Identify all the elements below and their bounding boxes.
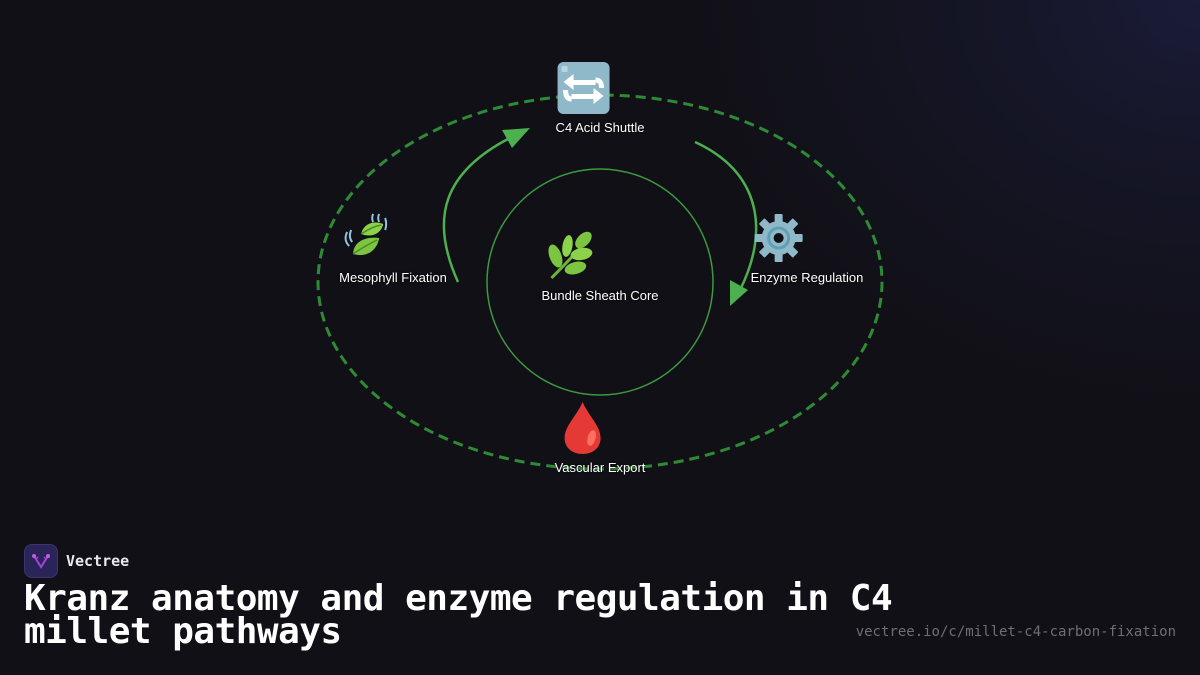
brand-name: Vectree bbox=[66, 552, 130, 570]
cycle-diagram: C4 Acid Shuttle Mesophyll Fixation bbox=[316, 60, 884, 475]
brand: Vectree bbox=[24, 544, 129, 578]
diagram-lines bbox=[316, 93, 884, 471]
node-c4-acid-shuttle: C4 Acid Shuttle bbox=[555, 60, 645, 135]
arrow-left-to-top bbox=[442, 131, 521, 283]
arrow-top-to-right bbox=[694, 140, 758, 291]
node-enzyme-regulation: Enzyme Regulation bbox=[750, 210, 864, 285]
arrowhead-right bbox=[730, 280, 748, 306]
node-mesophyll-fixation: Mesophyll Fixation bbox=[339, 210, 447, 285]
droplet-icon bbox=[564, 400, 628, 456]
source-url: vectree.io/c/millet-c4-carbon-fixation bbox=[855, 624, 1176, 640]
leaf-fluttering-icon bbox=[344, 210, 421, 266]
herb-icon bbox=[548, 228, 628, 284]
inner-circle bbox=[486, 168, 714, 396]
node-bundle-sheath-core: Bundle Sheath Core bbox=[541, 228, 659, 303]
node-label: Mesophyll Fixation bbox=[339, 270, 447, 285]
page-title: Kranz anatomy and enzyme regulation in C… bbox=[24, 578, 893, 652]
node-label: Enzyme Regulation bbox=[750, 270, 864, 285]
vectree-logo-icon bbox=[24, 544, 58, 578]
cycle-arrows-icon bbox=[557, 60, 628, 116]
outer-dashed-ring bbox=[316, 93, 884, 471]
gear-icon bbox=[754, 210, 835, 266]
node-vascular-export: Vascular Export bbox=[554, 400, 646, 475]
node-label: C4 Acid Shuttle bbox=[555, 120, 645, 135]
node-label: Vascular Export bbox=[554, 460, 646, 475]
arrowhead-top bbox=[502, 128, 530, 148]
node-label: Bundle Sheath Core bbox=[541, 288, 659, 303]
